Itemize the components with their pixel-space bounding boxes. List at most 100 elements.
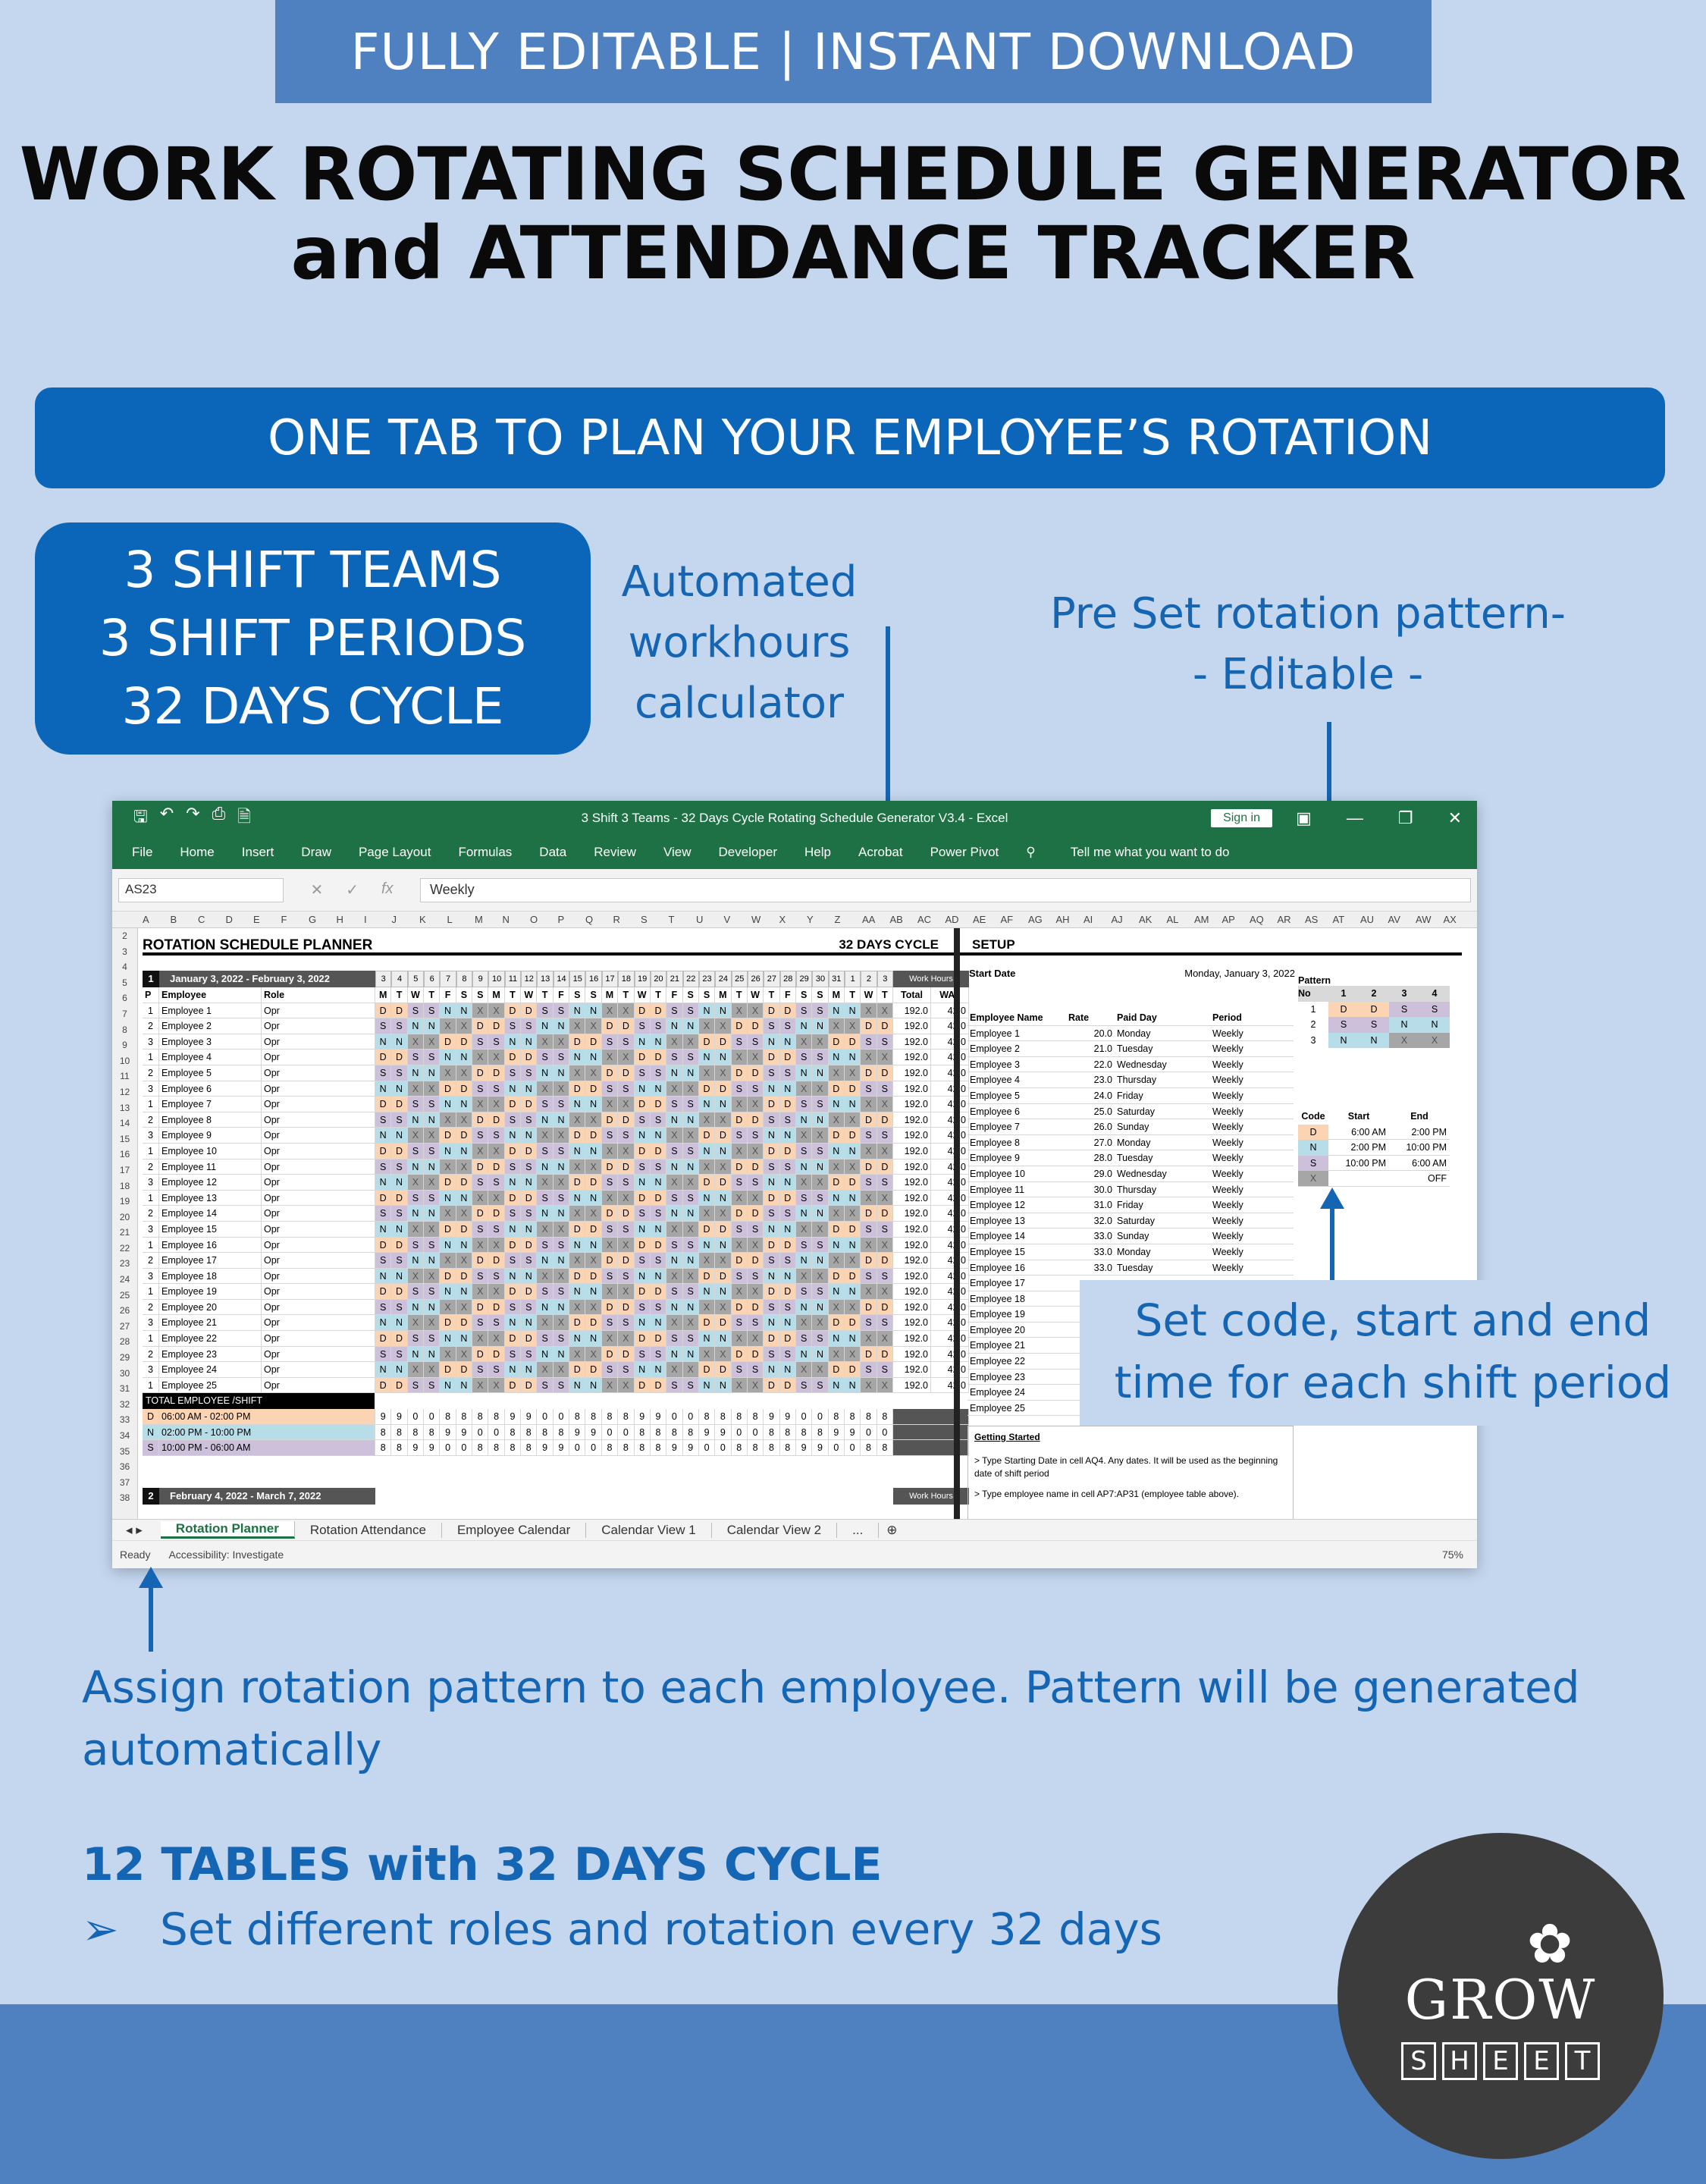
shift-cell[interactable]: N [682,1206,699,1222]
row-header[interactable]: 33 [119,1414,130,1426]
pattern-shift-cell[interactable]: N [1359,1032,1389,1049]
ribbon-tab-help[interactable]: Help [804,845,831,859]
shift-cell[interactable]: N [666,1159,683,1175]
shift-cell[interactable]: D [472,1346,489,1363]
shift-cell[interactable]: N [666,1206,683,1222]
shift-cell[interactable]: D [698,1175,716,1191]
shift-cell[interactable]: S [407,1097,425,1112]
shift-cell[interactable]: N [715,1097,732,1112]
shift-cell[interactable]: N [812,1299,829,1316]
paid-day-cell[interactable]: Thursday [1115,1072,1210,1088]
shift-cell[interactable]: X [585,1206,602,1222]
shift-cell[interactable]: X [861,1003,877,1019]
shift-cell[interactable]: S [407,1050,425,1065]
shift-cell[interactable]: X [553,1034,570,1050]
employee-name-cell[interactable]: Employee 20 [159,1299,262,1316]
shift-cell[interactable]: N [504,1268,522,1285]
shift-cell[interactable]: N [424,1299,441,1316]
shift-cell[interactable]: D [440,1268,456,1285]
column-header[interactable]: M [475,914,483,925]
shift-cell[interactable]: S [795,1377,813,1394]
shift-cell[interactable]: S [731,1362,748,1378]
shift-cell[interactable]: N [504,1221,522,1238]
shift-cell[interactable]: N [569,1237,586,1254]
undo-icon[interactable]: ↶ [159,804,174,823]
row-header[interactable]: 20 [119,1211,130,1222]
shift-cell[interactable]: X [828,1206,845,1222]
pattern-shift-cell[interactable]: S [1389,1001,1419,1018]
shift-cell[interactable]: N [521,1221,538,1238]
shift-cell[interactable]: N [715,1143,732,1159]
shift-cell[interactable]: S [877,1081,893,1097]
shift-cell[interactable]: N [456,1097,473,1112]
employee-name-cell[interactable]: Employee 25 [159,1377,262,1394]
shift-cell[interactable]: X [812,1081,829,1097]
shift-cell[interactable]: X [877,1097,893,1112]
shift-cell[interactable]: S [424,1050,441,1065]
shift-cell[interactable]: S [650,1346,667,1363]
shift-cell[interactable]: N [440,1331,456,1347]
shift-cell[interactable]: S [779,1253,796,1269]
shift-cell[interactable]: N [391,1221,408,1238]
shift-cell[interactable]: D [569,1221,586,1238]
shift-cell[interactable]: X [828,1299,845,1316]
role-cell[interactable]: Opr [262,1221,375,1238]
shift-cell[interactable]: D [844,1315,861,1332]
shift-cell[interactable]: N [779,1315,796,1332]
shift-cell[interactable]: S [634,1299,651,1316]
shift-cell[interactable]: N [634,1034,651,1050]
shift-cell[interactable]: S [666,1237,683,1254]
shift-cell[interactable]: N [553,1346,570,1363]
shift-cell[interactable]: D [650,1237,667,1254]
shift-cell[interactable]: S [521,1253,538,1269]
shift-cell[interactable]: X [747,1237,764,1254]
shift-cell[interactable]: N [585,1237,602,1254]
column-header[interactable]: AE [973,914,986,925]
shift-cell[interactable]: N [569,1331,586,1347]
start-time-cell[interactable]: 10:00 PM [1345,1157,1386,1169]
employee-name-cell[interactable]: Employee 13 [159,1190,262,1207]
shift-cell[interactable]: X [472,1143,489,1159]
shift-cell[interactable]: D [715,1362,732,1378]
shift-cell[interactable]: X [666,1034,683,1050]
pattern-no-cell[interactable]: 3 [143,1221,159,1238]
shift-cell[interactable]: X [795,1081,813,1097]
period-cell[interactable]: Weekly [1210,1041,1294,1057]
shift-cell[interactable]: D [764,1377,780,1394]
shift-cell[interactable]: S [553,1331,570,1347]
shift-cell[interactable]: X [877,1003,893,1019]
shift-cell[interactable]: X [407,1128,425,1144]
shift-cell[interactable]: N [391,1362,408,1378]
shift-cell[interactable]: S [375,1253,392,1269]
shift-cell[interactable]: D [844,1268,861,1285]
shift-cell[interactable]: D [634,1284,651,1300]
shift-cell[interactable]: S [682,1003,699,1019]
shift-cell[interactable]: N [440,1097,456,1112]
shift-cell[interactable]: D [764,1097,780,1112]
shift-cell[interactable]: S [650,1018,667,1034]
shift-cell[interactable]: X [877,1190,893,1207]
column-header[interactable]: H [336,914,343,925]
shift-cell[interactable]: D [472,1159,489,1175]
shift-cell[interactable]: D [440,1221,456,1238]
shift-cell[interactable]: X [812,1315,829,1332]
shift-cell[interactable]: X [666,1362,683,1378]
shift-cell[interactable]: D [731,1299,748,1316]
shift-cell[interactable]: S [666,1097,683,1112]
period-cell[interactable]: Weekly [1210,1260,1294,1276]
shift-cell[interactable]: S [601,1315,619,1332]
paid-day-cell[interactable]: Saturday [1115,1213,1210,1229]
shift-cell[interactable]: X [618,1377,635,1394]
shift-cell[interactable]: D [844,1175,861,1191]
shift-cell[interactable]: S [553,1377,570,1394]
shift-cell[interactable]: D [634,1050,651,1065]
shift-cell[interactable]: N [585,1190,602,1207]
shift-cell[interactable]: N [634,1221,651,1238]
restore-icon[interactable]: ❐ [1397,808,1413,827]
shift-cell[interactable]: S [861,1081,877,1097]
shift-cell[interactable]: N [666,1112,683,1128]
shift-cell[interactable]: D [504,1284,522,1300]
